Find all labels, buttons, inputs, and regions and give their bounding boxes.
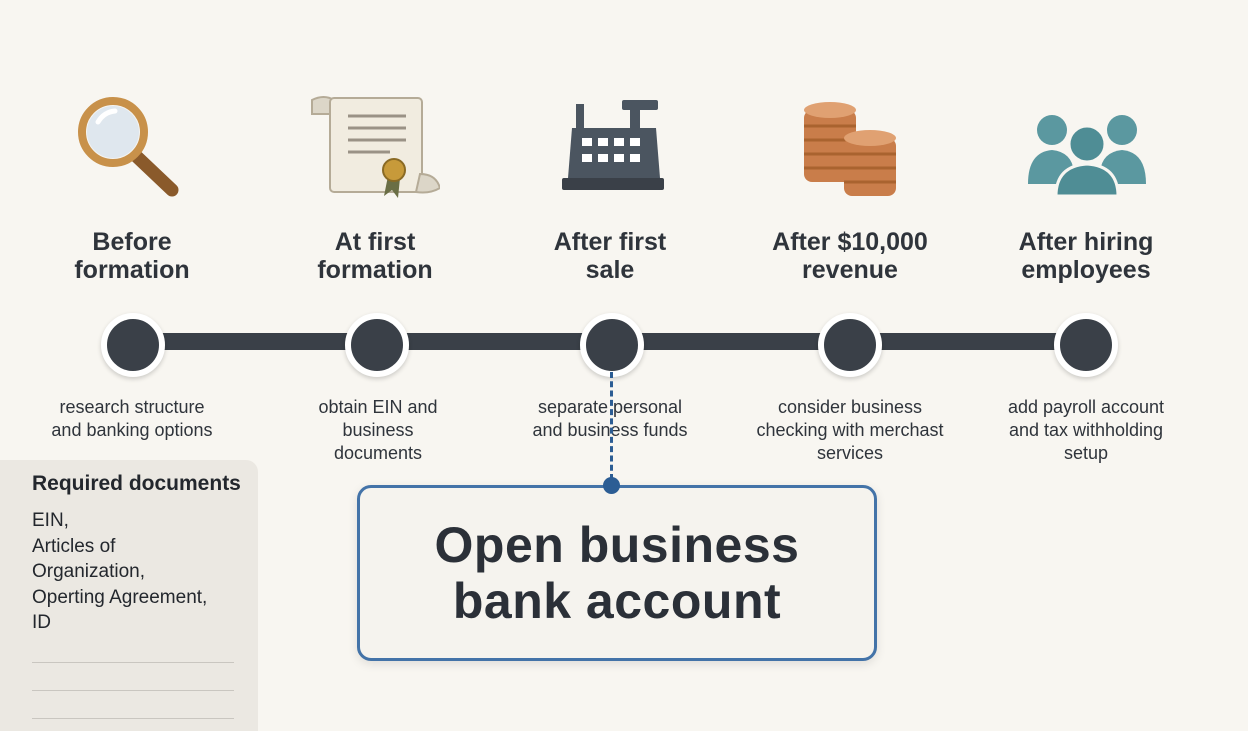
stage-description-5: add payroll account and tax withholding … <box>966 396 1206 465</box>
callout-title-line: Open business <box>434 517 800 573</box>
stage-description-line: and banking options <box>51 420 213 440</box>
stage-description-line: consider business <box>777 397 923 417</box>
stage-description-4: consider business checking with merchast… <box>730 396 970 465</box>
stage-description-1: research structure and banking options <box>12 396 252 442</box>
callout-box: Open business bank account <box>357 485 877 661</box>
stage-title-before-formation: Before formation <box>74 228 190 284</box>
stage-description-line: services <box>816 443 883 463</box>
required-documents-list: EIN, Articles of Organization, Operting … <box>32 508 207 636</box>
timeline-node-5 <box>1054 313 1118 377</box>
timeline-node-4 <box>818 313 882 377</box>
required-document-item: ID <box>32 612 51 633</box>
stage-title-after-first-sale: After first sale <box>553 228 667 284</box>
stage-description-line: documents <box>333 443 423 463</box>
timeline-node-1 <box>101 313 165 377</box>
timeline-node-2 <box>345 313 409 377</box>
stage-description-line: obtain EIN and <box>318 397 438 417</box>
required-documents-heading: Required documents <box>32 472 241 495</box>
required-document-item: Operting Agreement, <box>32 586 208 608</box>
stage-description-line: setup <box>1063 443 1109 463</box>
callout-connector <box>610 372 613 480</box>
blank-line <box>32 662 234 663</box>
stage-description-line: and tax withholding <box>1008 420 1164 440</box>
required-document-item: Articles of <box>32 535 116 557</box>
cash-register-icon <box>552 92 682 204</box>
stage-description-line: checking with merchast <box>756 420 944 440</box>
required-document-item: EIN, <box>32 510 69 531</box>
timeline-node-3 <box>580 313 644 377</box>
stage-description-line: and business funds <box>532 420 688 440</box>
required-document-item: Organization, <box>32 561 146 582</box>
coin-stacks-icon <box>796 92 926 204</box>
stage-description-line: separate personal <box>537 397 683 417</box>
blank-line <box>32 718 234 719</box>
callout-connector-dot <box>603 477 620 494</box>
stage-title-after-hiring: After hiring employees <box>1018 228 1154 284</box>
certificate-scroll-icon <box>310 92 440 204</box>
stage-title-at-first-formation: At first formation <box>317 228 433 284</box>
stage-description-line: add payroll account <box>1007 397 1165 417</box>
callout-title-line: bank account <box>452 573 782 629</box>
magnifying-glass-icon <box>68 92 198 204</box>
stage-description-2: obtain EIN and business documents <box>258 396 498 465</box>
people-group-icon <box>1022 92 1152 204</box>
stage-description-3: separate personal and business funds <box>490 396 730 442</box>
stage-description-line: business <box>342 420 414 440</box>
stage-title-after-revenue: After $10,000 revenue <box>772 228 928 284</box>
blank-line <box>32 690 234 691</box>
stage-description-line: research structure <box>59 397 205 417</box>
required-documents-card <box>0 460 258 731</box>
